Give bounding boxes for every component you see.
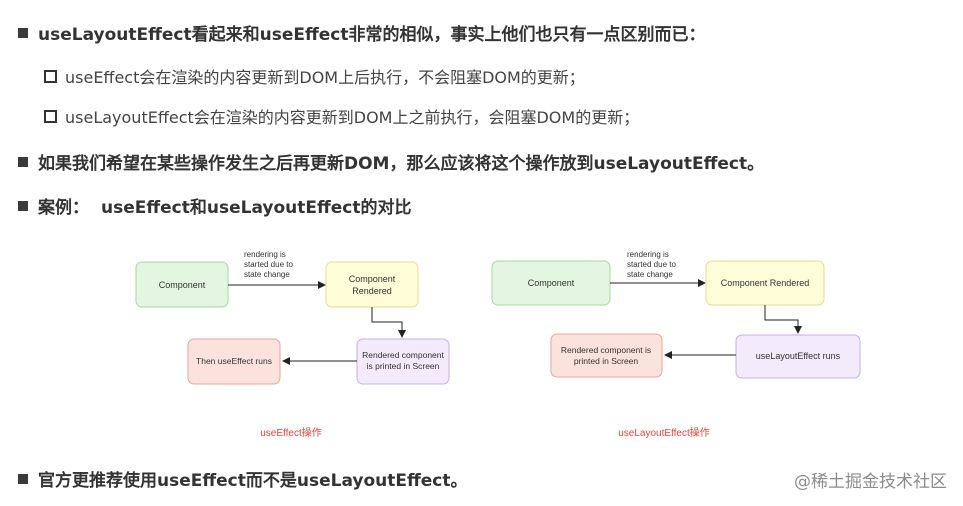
- useeffect-caption: useEffect操作: [260, 426, 322, 439]
- uselayouteffect-caption: useLayoutEffect操作: [618, 426, 710, 439]
- arrow-label-line2: started due to: [627, 260, 676, 269]
- component-rendered-label-line2: Rendered: [352, 286, 392, 296]
- printed-screen-label-line1: Rendered component is: [561, 345, 651, 355]
- subbullet-uselayouteffect: useLayoutEffect会在渲染的内容更新到DOM上之前执行，会阻塞DOM…: [44, 104, 639, 128]
- component-rendered-label-line1: Component: [349, 274, 396, 284]
- bullet-square-icon: [18, 27, 28, 38]
- bullet-official-recommendation: 官方更推荐使用useEffect而不是useLayoutEffect。: [18, 466, 468, 491]
- uselayouteffect-diagram: Component rendering is started due to st…: [491, 250, 861, 439]
- bullet-square-icon: [18, 200, 28, 211]
- bullet-recommendation-text: 如果我们希望在某些操作发生之后再更新DOM，那么应该将这个操作放到useLayo…: [38, 154, 765, 174]
- printed-screen-label-line1: Rendered component: [362, 350, 444, 360]
- printed-screen-label-line2: is printed in Screen: [367, 361, 440, 371]
- component-rendered-box: [325, 261, 419, 308]
- bullet-difference-text: useLayoutEffect看起来和useEffect非常的相似，事实上他们也…: [38, 25, 706, 45]
- watermark: @稀土掘金技术社区: [794, 472, 947, 492]
- printed-screen-label-line2: printed in Screen: [574, 356, 639, 366]
- component-rendered-label: Component Rendered: [721, 278, 810, 288]
- bullet-case-text: useEffect和useLayoutEffect的对比: [101, 198, 412, 218]
- bullet-square-icon: [18, 156, 28, 167]
- rendered-to-layout-arrow: [764, 305, 802, 334]
- component-label: Component: [528, 278, 575, 288]
- useeffect-diagram: Component rendering is started due to st…: [135, 250, 450, 439]
- component-label: Component: [159, 280, 206, 290]
- rendered-to-printed-arrow: [371, 307, 406, 338]
- subbullet-uselayouteffect-text: useLayoutEffect会在渲染的内容更新到DOM上之前执行，会阻塞DOM…: [65, 108, 640, 127]
- bullet-recommendation: 如果我们希望在某些操作发生之后再更新DOM，那么应该将这个操作放到useLayo…: [18, 149, 764, 174]
- arrow-label-line1: rendering is: [244, 250, 286, 259]
- bullet-square-icon: [18, 473, 28, 484]
- bullet-difference: useLayoutEffect看起来和useEffect非常的相似，事实上他们也…: [18, 20, 706, 45]
- uselayouteffect-runs-box: [735, 334, 861, 379]
- bullet-case: 案例： useEffect和useLayoutEffect的对比: [18, 193, 412, 218]
- checkbox-square-icon: [44, 109, 57, 123]
- subbullet-useeffect-text: useEffect会在渲染的内容更新到DOM上后执行，不会阻塞DOM的更新；: [65, 68, 585, 87]
- arrow-label-line1: rendering is: [627, 250, 669, 259]
- subbullet-useeffect: useEffect会在渲染的内容更新到DOM上后执行，不会阻塞DOM的更新；: [44, 64, 585, 88]
- bullet-case-prefix: 案例：: [38, 198, 89, 218]
- uselayouteffect-runs-label: useLayoutEffect runs: [756, 351, 841, 361]
- arrow-label-line3: state change: [244, 270, 290, 279]
- arrow-label-line3: state change: [627, 270, 673, 279]
- printed-screen-box: [550, 333, 663, 378]
- arrow-label-line2: started due to: [244, 260, 293, 269]
- bullet-official-recommendation-text: 官方更推荐使用useEffect而不是useLayoutEffect。: [38, 471, 468, 491]
- useeffect-runs-box: [187, 338, 281, 385]
- useeffect-runs-label: Then useEffect runs: [196, 356, 272, 366]
- checkbox-square-icon: [44, 69, 57, 83]
